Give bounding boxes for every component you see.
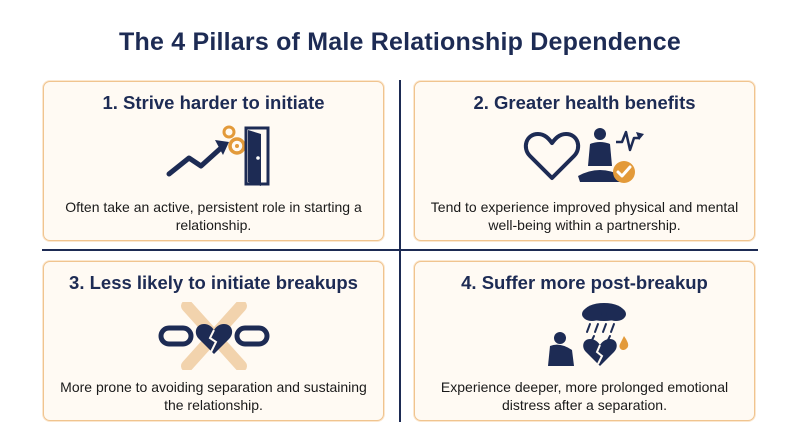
pillar-description: Tend to experience improved physical and…	[430, 199, 739, 233]
pillar-description: More prone to avoiding separation and su…	[60, 379, 367, 413]
pillar-heading: 4. Suffer more post-breakup	[461, 272, 708, 293]
pillar-card-1: 1. Strive harder to initiate Often take …	[43, 81, 384, 241]
rain-cloud-sad-person-icon	[547, 303, 628, 366]
pillar-heading: 1. Strive harder to initiate	[102, 92, 325, 113]
page-title: The 4 Pillars of Male Relationship Depen…	[119, 28, 681, 56]
chain-broken-heart-cross-icon	[158, 302, 269, 370]
upward-arrow-door-gears-icon	[166, 125, 269, 186]
pillar-heading: 3. Less likely to initiate breakups	[69, 272, 358, 293]
pillar-description: Often take an active, persistent role in…	[65, 199, 362, 233]
heart-meditation-check-icon	[523, 128, 644, 183]
pillar-heading: 2. Greater health benefits	[473, 92, 696, 113]
pillar-card-4: 4. Suffer more post-breakup Experience d…	[414, 261, 755, 421]
horizontal-divider	[42, 249, 758, 251]
pillar-card-3: 3. Less likely to initiate breakups More…	[43, 261, 384, 421]
pillar-description: Experience deeper, more prolonged emotio…	[440, 379, 729, 413]
pillar-card-2: 2. Greater health benefits Tend to exper…	[414, 81, 755, 241]
vertical-divider	[399, 80, 401, 422]
